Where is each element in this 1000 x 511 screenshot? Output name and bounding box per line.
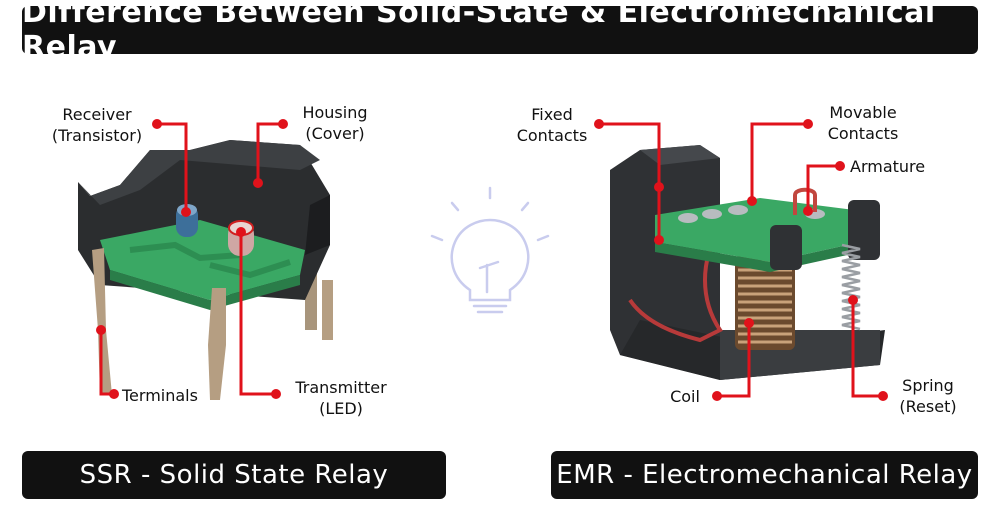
- ssr-terminal-right: [322, 280, 333, 340]
- dot-housing-end: [253, 178, 263, 188]
- ssr-callout-lines: [99, 122, 283, 396]
- emr-center-post: [770, 225, 802, 270]
- callout-line-transmitter: [239, 232, 276, 396]
- ssr-pcb-trace-2: [209, 259, 291, 279]
- ssr-terminal-mid: [208, 288, 226, 400]
- callout-line-fixed: [599, 122, 661, 240]
- label-transmitter: Transmitter (LED): [295, 378, 387, 418]
- emr-movable-contact: [728, 205, 748, 215]
- callout-line-coil: [717, 323, 751, 398]
- callout-line-spring: [851, 300, 883, 398]
- ssr-housing-side: [305, 195, 330, 255]
- lightbulb-icon: [430, 186, 550, 314]
- emr-fixed-contact-2: [702, 209, 722, 219]
- emr-callout-lines: [599, 122, 883, 398]
- emr-spring: [841, 243, 861, 331]
- label-armature: Armature: [850, 157, 926, 176]
- emr-callout-dots: [594, 119, 888, 401]
- callout-line-armature: [806, 164, 840, 211]
- emr-relay-illustration: [610, 145, 885, 380]
- title-banner: Difference Between Solid-State & Electro…: [22, 0, 978, 65]
- ssr-terminal-left: [92, 248, 112, 395]
- label-movable-contacts: Movable Contacts: [827, 103, 899, 143]
- page-title: Difference Between Solid-State & Electro…: [22, 0, 936, 65]
- emr-fixed-contact-1: [678, 213, 698, 223]
- dot-housing: [278, 119, 288, 129]
- ssr-relay-illustration: [78, 140, 333, 400]
- dot-receiver: [152, 119, 162, 129]
- dot-transmitter: [236, 227, 246, 237]
- label-housing: Housing (Cover): [302, 103, 368, 143]
- dot-terminals-end: [109, 389, 119, 399]
- emr-spring-post: [848, 200, 880, 260]
- label-fixed-contacts: Fixed Contacts: [516, 105, 588, 145]
- ssr-footer-banner: SSR - Solid State Relay: [22, 451, 446, 499]
- dot-terminals: [96, 325, 106, 335]
- dot-receiver-end: [181, 207, 191, 217]
- ssr-pcb-edge: [110, 270, 300, 310]
- callout-line-movable: [750, 122, 808, 201]
- emr-pcb-edge: [655, 240, 870, 272]
- callout-line-receiver: [157, 122, 188, 212]
- callout-line-housing: [256, 122, 283, 183]
- dot-transmitter-end: [271, 389, 281, 399]
- ssr-callout-dots: [96, 119, 288, 399]
- emr-housing-left-wall: [610, 145, 720, 380]
- label-spring: Spring (Reset): [899, 376, 957, 416]
- label-coil: Coil: [670, 387, 700, 406]
- emr-footer-banner: EMR - Electromechanical Relay: [551, 451, 978, 499]
- ssr-pcb-trace: [129, 241, 241, 262]
- emr-armature-wire: [793, 187, 817, 215]
- label-terminals: Terminals: [122, 386, 198, 405]
- label-receiver: Receiver (Transistor): [51, 105, 143, 145]
